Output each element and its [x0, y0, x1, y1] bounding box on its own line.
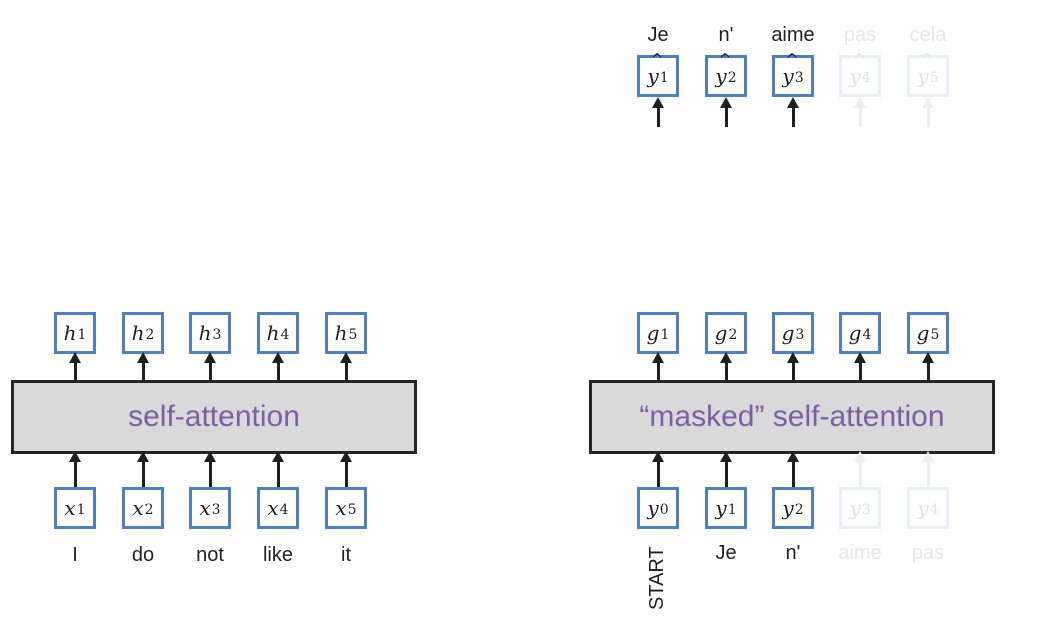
encoder-input-word-4: like	[262, 544, 293, 566]
prediction-arrow-4	[853, 97, 866, 127]
decoder-input-word-start: START	[646, 546, 668, 610]
decoder-input-arrow-2	[786, 451, 799, 487]
prediction-yhat1: y1	[637, 50, 679, 97]
prediction-word-3: aime	[771, 24, 815, 46]
encoder-output-arrow-1	[68, 352, 81, 380]
prediction-word-1: Je	[647, 24, 669, 46]
encoder-output-arrow-3	[203, 352, 216, 380]
decoder-input-arrow-0	[651, 451, 664, 487]
prediction-yhat3: y3	[772, 50, 814, 97]
decoder-input-arrow-1	[719, 451, 732, 487]
prediction-arrow-5	[921, 97, 934, 127]
decoder-output-arrow-4	[853, 352, 866, 380]
prediction-word-2: n'	[718, 24, 734, 46]
encoder-input-arrow-1	[68, 451, 81, 487]
decoder-input-word-2: n'	[785, 542, 801, 564]
encoder-input-arrow-5	[339, 451, 352, 487]
encoder-input-arrow-3	[203, 451, 216, 487]
prediction-word-4: pas	[843, 24, 877, 46]
prediction-arrow-2	[719, 97, 732, 127]
encoder-input-arrow-2	[136, 451, 149, 487]
encoder-block-label: self-attention	[128, 400, 300, 433]
prediction-yhat5: y5	[907, 50, 949, 97]
decoder-input-arrow-3	[853, 451, 866, 487]
decoder-output-arrow-3	[786, 352, 799, 380]
prediction-arrow-1	[651, 97, 664, 127]
encoder-input-word-1: I	[72, 544, 78, 566]
encoder-input-word-2: do	[131, 544, 155, 566]
prediction-yhat2: y2	[705, 50, 747, 97]
decoder-output-arrow-5	[921, 352, 934, 380]
prediction-word-5: cela	[909, 24, 947, 46]
decoder-block-label: “masked” self-attention	[639, 400, 945, 433]
decoder-input-word-1: Je	[715, 542, 737, 564]
encoder-self-attention-block: self-attention	[11, 380, 417, 454]
encoder-output-arrow-4	[271, 352, 284, 380]
decoder-output-arrow-1	[651, 352, 664, 380]
decoder-output-arrow-2	[719, 352, 732, 380]
decoder-input-word-4: pas	[911, 542, 945, 564]
encoder-input-word-5: it	[341, 544, 351, 566]
decoder-masked-self-attention-block: “masked” self-attention	[589, 380, 995, 454]
encoder-output-arrow-5	[339, 352, 352, 380]
prediction-yhat4: y4	[839, 50, 881, 97]
encoder-input-word-3: not	[196, 544, 224, 566]
decoder-input-word-3: aime	[838, 542, 882, 564]
encoder-output-arrow-2	[136, 352, 149, 380]
decoder-input-arrow-4	[921, 451, 934, 487]
encoder-input-arrow-4	[271, 451, 284, 487]
prediction-arrow-3	[786, 97, 799, 127]
